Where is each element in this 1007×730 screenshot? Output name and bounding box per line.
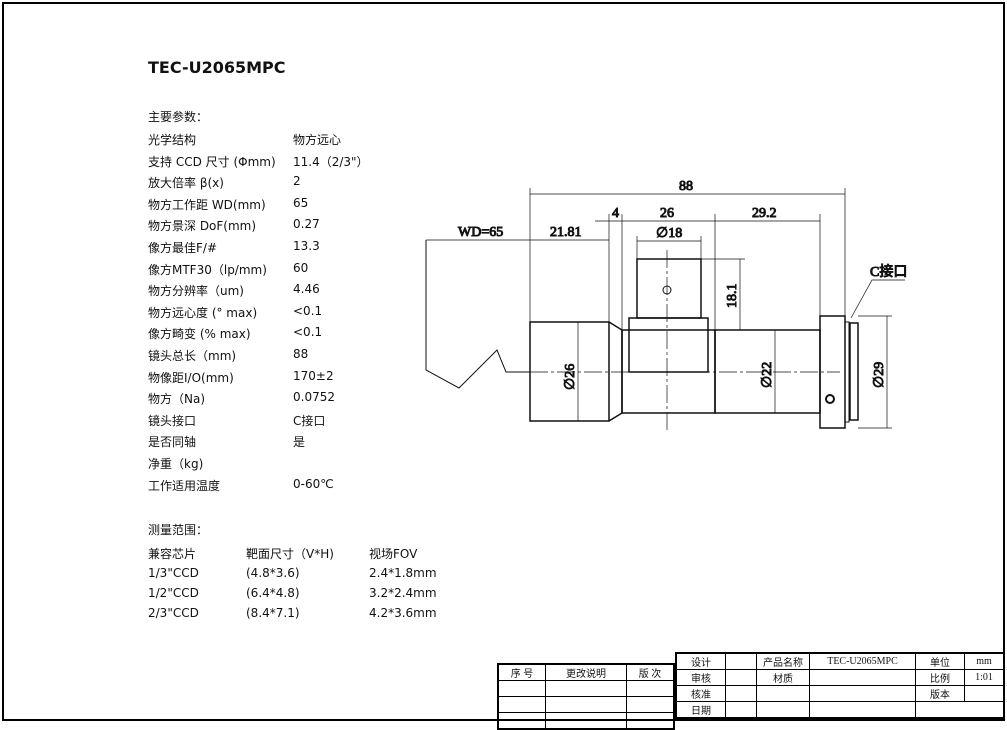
param-label: 物像距I/O(mm): [148, 370, 234, 385]
param-value: <0.1: [293, 325, 323, 340]
param-value: 60: [293, 260, 309, 275]
param-value: 0-60℃: [293, 476, 334, 491]
rev-header: 序 号: [497, 663, 546, 681]
review-label: 审核: [675, 669, 726, 686]
product-name: TEC-U2065MPC: [809, 652, 916, 670]
param-value: 是: [293, 435, 306, 450]
dim-4: 4: [612, 206, 619, 221]
dim-total-length: 88: [679, 179, 693, 194]
param-label: 物方景深 DoF(mm): [148, 219, 257, 234]
dim-dia18: ∅18: [656, 226, 682, 241]
approve-label: 核准: [675, 685, 726, 702]
unit-value: mm: [964, 652, 1005, 670]
param-label: 物方分辨率（um): [148, 284, 244, 299]
param-label: 支持 CCD 尺寸 (Φmm): [148, 154, 276, 169]
range-cell: 3.2*2.4mm: [369, 586, 437, 600]
page-title: TEC-U2065MPC: [148, 58, 286, 77]
param-value: 65: [293, 195, 309, 210]
range-cell: (8.4*7.1): [246, 606, 300, 620]
param-value: 物方远心: [293, 133, 342, 147]
design-label: 设计: [675, 652, 726, 670]
dim-wd: WD=65: [458, 225, 503, 240]
param-value: 170±2: [293, 368, 334, 383]
param-label: 物方（Na): [148, 392, 206, 407]
scale-label: 比例: [915, 669, 965, 686]
param-value: 88: [293, 347, 309, 361]
param-label: 放大倍率 β(x): [148, 176, 224, 191]
range-cell: 1/3"CCD: [148, 566, 199, 580]
material-label: 材质: [756, 669, 810, 686]
param-value: 4.46: [293, 282, 320, 297]
rev-header: 版 次: [626, 663, 675, 681]
mount-label: C接口: [870, 263, 907, 280]
range-header: 靶面尺寸（V*H): [246, 547, 334, 561]
param-label: 物方工作距 WD(mm): [148, 197, 266, 212]
lens-body: [425, 240, 859, 430]
param-label: 工作适用温度: [148, 478, 221, 493]
dim-21-81: 21.81: [550, 225, 582, 240]
param-label: 镜头接口: [148, 413, 197, 428]
range-cell: 2/3"CCD: [148, 606, 199, 620]
param-value: 0.0752: [293, 390, 335, 405]
product-label: 产品名称: [756, 652, 810, 670]
dim-dia22: ∅22: [760, 362, 775, 388]
param-label: 镜头总长（mm): [148, 349, 237, 363]
param-value: 11.4（2/3"）: [293, 154, 369, 169]
param-value: 2: [293, 174, 301, 189]
dim-18-1: 18.1: [725, 284, 740, 309]
version-label: 版本: [915, 685, 965, 702]
revision-table: 序 号更改说明版 次: [497, 663, 675, 730]
param-value: C接口: [293, 413, 326, 428]
param-label: 像方MTF30（lp/mm): [148, 262, 267, 277]
dimension-lines: [426, 188, 905, 429]
dim-dia26: ∅26: [563, 364, 578, 390]
param-label: 物方远心度 (° max): [148, 305, 258, 320]
param-label: 光学结构: [148, 133, 197, 147]
unit-label: 单位: [915, 652, 965, 670]
range-header: 视场FOV: [369, 547, 418, 561]
range-cell: 2.4*1.8mm: [369, 566, 437, 580]
param-label: 像方最佳F/#: [148, 241, 218, 255]
scale-value: 1:01: [964, 669, 1005, 686]
param-label: 净重（kg): [148, 457, 204, 471]
param-label: 像方畸变 (% max): [148, 327, 251, 342]
param-value: <0.1: [293, 303, 323, 318]
range-header: 兼容芯片: [148, 547, 197, 561]
range-cell: (6.4*4.8): [246, 586, 300, 600]
range-cell: (4.8*3.6): [246, 566, 300, 580]
dim-dia29: ∅29: [872, 362, 887, 388]
range-heading: 测量范围：: [148, 523, 209, 537]
dim-29-2: 29.2: [752, 206, 777, 221]
range-cell: 1/2"CCD: [148, 586, 199, 600]
rev-header: 更改说明: [544, 663, 628, 681]
range-cell: 4.2*3.6mm: [369, 606, 437, 620]
main-params-heading: 主要参数：: [148, 110, 209, 124]
param-label: 是否同轴: [148, 435, 197, 450]
dim-26: 26: [660, 206, 674, 221]
param-value: 13.3: [293, 239, 320, 253]
date-label: 日期: [675, 701, 726, 719]
param-value: 0.27: [293, 217, 320, 232]
